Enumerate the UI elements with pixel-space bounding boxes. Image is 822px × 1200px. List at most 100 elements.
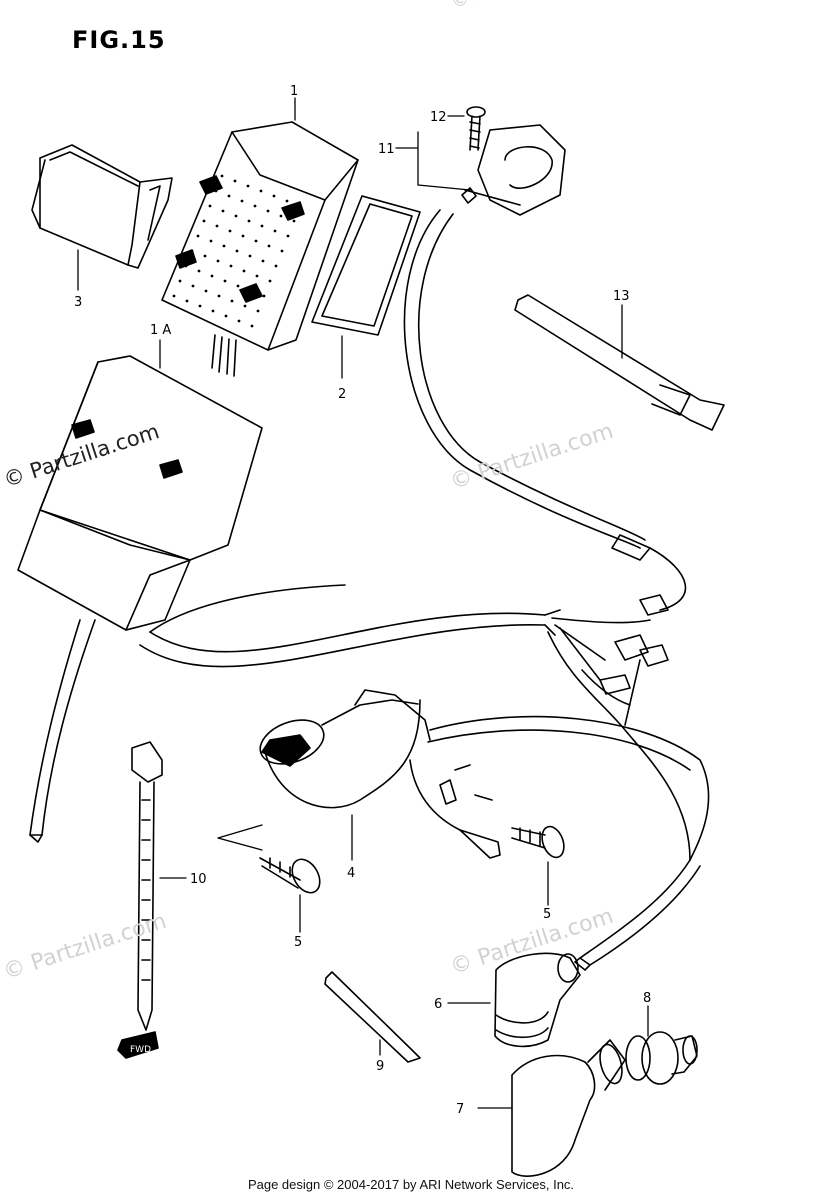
vent-dot (178, 279, 182, 283)
vent-dot (221, 209, 225, 213)
vent-dot (248, 254, 252, 258)
callout-2: 2 (338, 387, 346, 402)
figure-title: FIG.15 (72, 26, 166, 54)
vent-dot (234, 214, 238, 218)
callout-11: 11 (378, 142, 395, 157)
part-5-screw-a (259, 857, 321, 894)
vent-dot (242, 269, 246, 273)
vent-dot (203, 254, 207, 258)
part-13-band (514, 294, 725, 431)
fwd-label: FWD (130, 1045, 151, 1055)
callout-5a: 5 (294, 935, 302, 950)
forward-arrow: FWD (117, 1031, 159, 1059)
vent-dot (209, 239, 213, 243)
callout-4: 4 (347, 866, 355, 881)
part-3-strap (31, 144, 173, 269)
callout-13: 13 (613, 289, 630, 304)
vent-dot (197, 269, 201, 273)
callout-9: 9 (376, 1059, 384, 1074)
vent-dot (172, 294, 176, 298)
part-1a-cover (17, 355, 263, 631)
vent-dot (224, 314, 228, 318)
vent-dot (260, 224, 264, 228)
vent-dot (254, 239, 258, 243)
callout-12: 12 (430, 110, 447, 125)
vent-dot (274, 264, 278, 268)
vent-dot (185, 299, 189, 303)
vent-dot (210, 274, 214, 278)
vent-dot (204, 289, 208, 293)
callout-3: 3 (74, 295, 82, 310)
vent-dot (227, 194, 231, 198)
leader-lines (77, 97, 649, 1109)
vent-dot (253, 204, 257, 208)
vent-dot (262, 294, 266, 298)
vent-dot (250, 324, 254, 328)
vent-dot (196, 234, 200, 238)
part-2-pad (311, 195, 421, 336)
vent-dot (241, 234, 245, 238)
vent-dot (220, 174, 224, 178)
vent-dot (292, 219, 296, 223)
vent-dot (247, 219, 251, 223)
part-4-ignition-coil (259, 689, 501, 859)
part-9-strap (324, 971, 421, 1063)
vent-dot (286, 234, 290, 238)
callout-1a: 1 A (150, 323, 171, 338)
vent-dot (273, 229, 277, 233)
vent-dot (215, 224, 219, 228)
vent-dot (211, 309, 215, 313)
part-1-cdi-unit (161, 121, 359, 377)
callout-7: 7 (456, 1102, 464, 1117)
callout-1: 1 (290, 84, 298, 99)
vent-dot (208, 204, 212, 208)
page-footer: Page design © 2004-2017 by ARI Network S… (247, 1177, 575, 1192)
vent-dot (298, 204, 302, 208)
vent-dot (280, 249, 284, 253)
vent-dot (190, 249, 194, 253)
part-8-grommet (625, 1031, 698, 1085)
callout-labels: 1 1 A 2 3 4 5 5 6 7 8 9 10 11 12 13 (74, 84, 651, 1117)
vent-dot (222, 244, 226, 248)
vent-dot (202, 219, 206, 223)
vent-dot (223, 279, 227, 283)
vent-dot (272, 194, 276, 198)
vent-dot (246, 184, 250, 188)
part-5-screw-b (511, 825, 565, 859)
vent-dot (214, 189, 218, 193)
vent-dot (255, 274, 259, 278)
vent-dot (237, 319, 241, 323)
callout-8: 8 (643, 991, 651, 1006)
callout-10: 10 (190, 872, 207, 887)
vent-dot (261, 259, 265, 263)
vent-dot (259, 189, 263, 193)
vent-dot (268, 279, 272, 283)
callout-6: 6 (434, 997, 442, 1012)
wiring-harness (29, 209, 710, 971)
callout-5b: 5 (543, 907, 551, 922)
vent-dot (191, 284, 195, 288)
vent-dot (285, 199, 289, 203)
vent-dot (230, 299, 234, 303)
part-11-switch-bracket (461, 124, 566, 216)
vent-dot (184, 264, 188, 268)
vent-dot (243, 304, 247, 308)
vent-dot (228, 229, 232, 233)
vent-dot (198, 304, 202, 308)
vent-dot (216, 259, 220, 263)
vent-dot (256, 309, 260, 313)
part-7-cap (511, 1039, 626, 1177)
part-10-cable-tie (131, 741, 163, 1031)
vent-dot (229, 264, 233, 268)
vent-dot (266, 209, 270, 213)
vent-dot (233, 179, 237, 183)
vent-dot (279, 214, 283, 218)
part-6-plug-cap (494, 952, 581, 1048)
vent-dot (236, 284, 240, 288)
vent-dot (217, 294, 221, 298)
vent-dot (235, 249, 239, 253)
part-12-screw (466, 106, 486, 151)
vent-dot (249, 289, 253, 293)
